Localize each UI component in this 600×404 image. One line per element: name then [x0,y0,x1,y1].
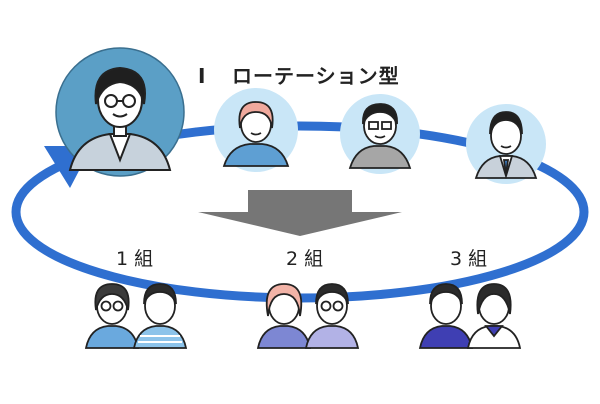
teacher-avatar-3 [340,94,420,174]
teacher-avatar-4 [466,104,546,184]
boy-glasses-icon [304,283,360,349]
boy-icon [418,283,474,349]
teacher-avatar-2 [214,88,298,172]
woman-glasses-suit-icon [68,66,172,171]
group-label-3: 3 組 [450,248,488,270]
title-text: ローテーション型 [232,64,400,88]
group-1-students [84,283,188,349]
group-label-1: 1 組 [116,248,154,270]
man-suit-tie-icon [474,111,538,180]
group-label-2: 2 組 [286,248,324,270]
girl-sailor-icon [466,283,522,349]
group-2-students [256,283,360,349]
group-3-students [418,283,522,349]
title-number: I [198,64,207,88]
man-glasses-shirt-icon [348,103,412,169]
teacher-main-avatar [55,47,185,177]
center-down-arrow-icon [198,190,402,236]
older-woman-icon [222,101,290,167]
girl-glasses-icon [84,283,140,349]
boy-striped-icon [132,283,188,349]
girl-icon [256,283,312,349]
diagram-title: I ローテーション型 [198,60,400,89]
